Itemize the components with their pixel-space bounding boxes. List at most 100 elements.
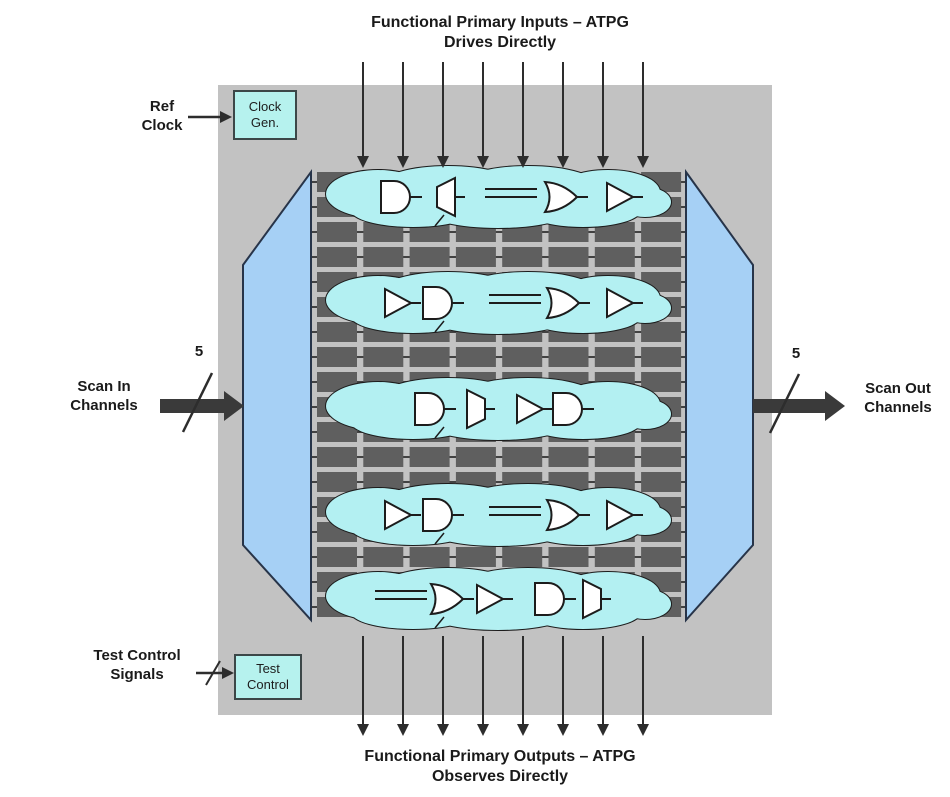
buffer-gate-icon xyxy=(606,287,643,319)
scan-out-label: Scan Out Channels xyxy=(864,380,932,416)
primary-output-arrow xyxy=(437,636,449,736)
top-caption-line1: Functional Primary Inputs – ATPG xyxy=(371,14,629,31)
bottom-caption-line1: Functional Primary Outputs – ATPG xyxy=(364,748,636,765)
primary-input-arrow xyxy=(437,62,449,168)
and-gate-icon xyxy=(534,582,576,616)
scan-cell xyxy=(641,222,682,242)
or-gate-icon xyxy=(429,582,474,616)
mux-icon xyxy=(436,176,465,218)
scan-cell xyxy=(641,322,682,342)
connector-tick xyxy=(434,616,445,629)
test-control-block: Test Control xyxy=(234,654,302,700)
scan-cell xyxy=(363,547,404,567)
scan-cell xyxy=(317,247,357,267)
top-caption: Functional Primary Inputs – ATPG Drives … xyxy=(230,13,770,53)
scan-cell xyxy=(594,447,635,467)
scan-cell xyxy=(502,547,543,567)
bus-slash xyxy=(205,660,221,686)
multi-wire-icon xyxy=(375,590,427,600)
connector-tick xyxy=(434,214,445,227)
scan-cell xyxy=(455,447,496,467)
primary-input-arrow xyxy=(517,62,529,168)
scan-cell xyxy=(455,547,496,567)
primary-input-arrow xyxy=(637,62,649,168)
and-gate-icon xyxy=(380,180,422,214)
primary-input-arrow xyxy=(397,62,409,168)
scan-cell xyxy=(317,347,357,367)
connector-tick xyxy=(434,426,445,439)
mux-icon xyxy=(466,388,495,430)
scan-cell xyxy=(641,247,682,267)
primary-output-arrow xyxy=(597,636,609,736)
scan-cell xyxy=(409,447,450,467)
multi-wire-icon xyxy=(485,188,537,198)
connector-tick xyxy=(434,532,445,545)
and-gate-icon xyxy=(414,392,456,426)
test-control-signals-label: Test Control Signals xyxy=(93,647,181,683)
scan-cell xyxy=(317,547,357,567)
buffer-gate-icon xyxy=(384,287,421,319)
buffer-gate-icon xyxy=(516,393,553,425)
scan-spreader-left xyxy=(242,168,312,623)
or-gate-icon xyxy=(543,180,588,214)
logic-cloud-3 xyxy=(325,377,672,441)
buffer-gate-icon xyxy=(476,583,513,615)
scan-cell xyxy=(363,347,404,367)
bus-slash xyxy=(768,373,801,434)
scan-out-arrow xyxy=(753,373,845,434)
connector-tick xyxy=(434,320,445,333)
bottom-caption: Functional Primary Outputs – ATPG Observ… xyxy=(230,747,770,787)
primary-output-arrow xyxy=(517,636,529,736)
and-gate-icon xyxy=(422,498,464,532)
scan-in-label: Scan In Channels xyxy=(70,378,138,414)
primary-output-arrow xyxy=(557,636,569,736)
top-caption-line2: Drives Directly xyxy=(443,34,557,51)
scan-cell xyxy=(548,347,589,367)
primary-output-arrow xyxy=(477,636,489,736)
scan-chain-row xyxy=(311,447,686,467)
ref-clock-label: Ref Clock xyxy=(141,98,183,134)
scan-cell xyxy=(548,447,589,467)
primary-output-arrow xyxy=(397,636,409,736)
scan-chain-row xyxy=(311,247,686,267)
test-control-arrow xyxy=(196,660,234,686)
and-gate-icon xyxy=(552,392,594,426)
primary-input-arrow xyxy=(477,62,489,168)
or-gate-icon xyxy=(545,498,590,532)
scan-in-arrow xyxy=(160,372,244,433)
scan-cell xyxy=(594,547,635,567)
scan-cell xyxy=(363,472,404,492)
clock-gen-block: Clock Gen. xyxy=(233,90,297,140)
logic-cloud-1 xyxy=(325,165,672,229)
scan-cell xyxy=(594,472,635,492)
or-gate-icon xyxy=(545,286,590,320)
primary-input-arrow xyxy=(557,62,569,168)
scan-cell xyxy=(641,547,682,567)
buffer-gate-icon xyxy=(606,499,643,531)
scan-chain-row xyxy=(311,547,686,567)
scan-cell xyxy=(502,347,543,367)
scan-cell xyxy=(641,472,682,492)
scan-cell xyxy=(409,247,450,267)
primary-input-arrow xyxy=(597,62,609,168)
scan-cell xyxy=(502,247,543,267)
scan-cell xyxy=(594,247,635,267)
scan-cell xyxy=(363,447,404,467)
logic-cloud-2 xyxy=(325,271,672,335)
bus-slash xyxy=(181,372,214,433)
scan-cell xyxy=(317,472,357,492)
buffer-gate-icon xyxy=(606,181,643,213)
primary-output-arrow xyxy=(637,636,649,736)
scan-cell xyxy=(455,247,496,267)
bottom-caption-line2: Observes Directly xyxy=(431,768,569,785)
scan-cell xyxy=(455,347,496,367)
scan-cell xyxy=(641,372,682,392)
multi-wire-icon xyxy=(489,506,541,516)
primary-input-arrow xyxy=(357,62,369,168)
scan-cell xyxy=(317,322,357,342)
and-gate-icon xyxy=(422,286,464,320)
scan-in-bus-width: 5 xyxy=(194,343,204,360)
buffer-gate-icon xyxy=(384,499,421,531)
